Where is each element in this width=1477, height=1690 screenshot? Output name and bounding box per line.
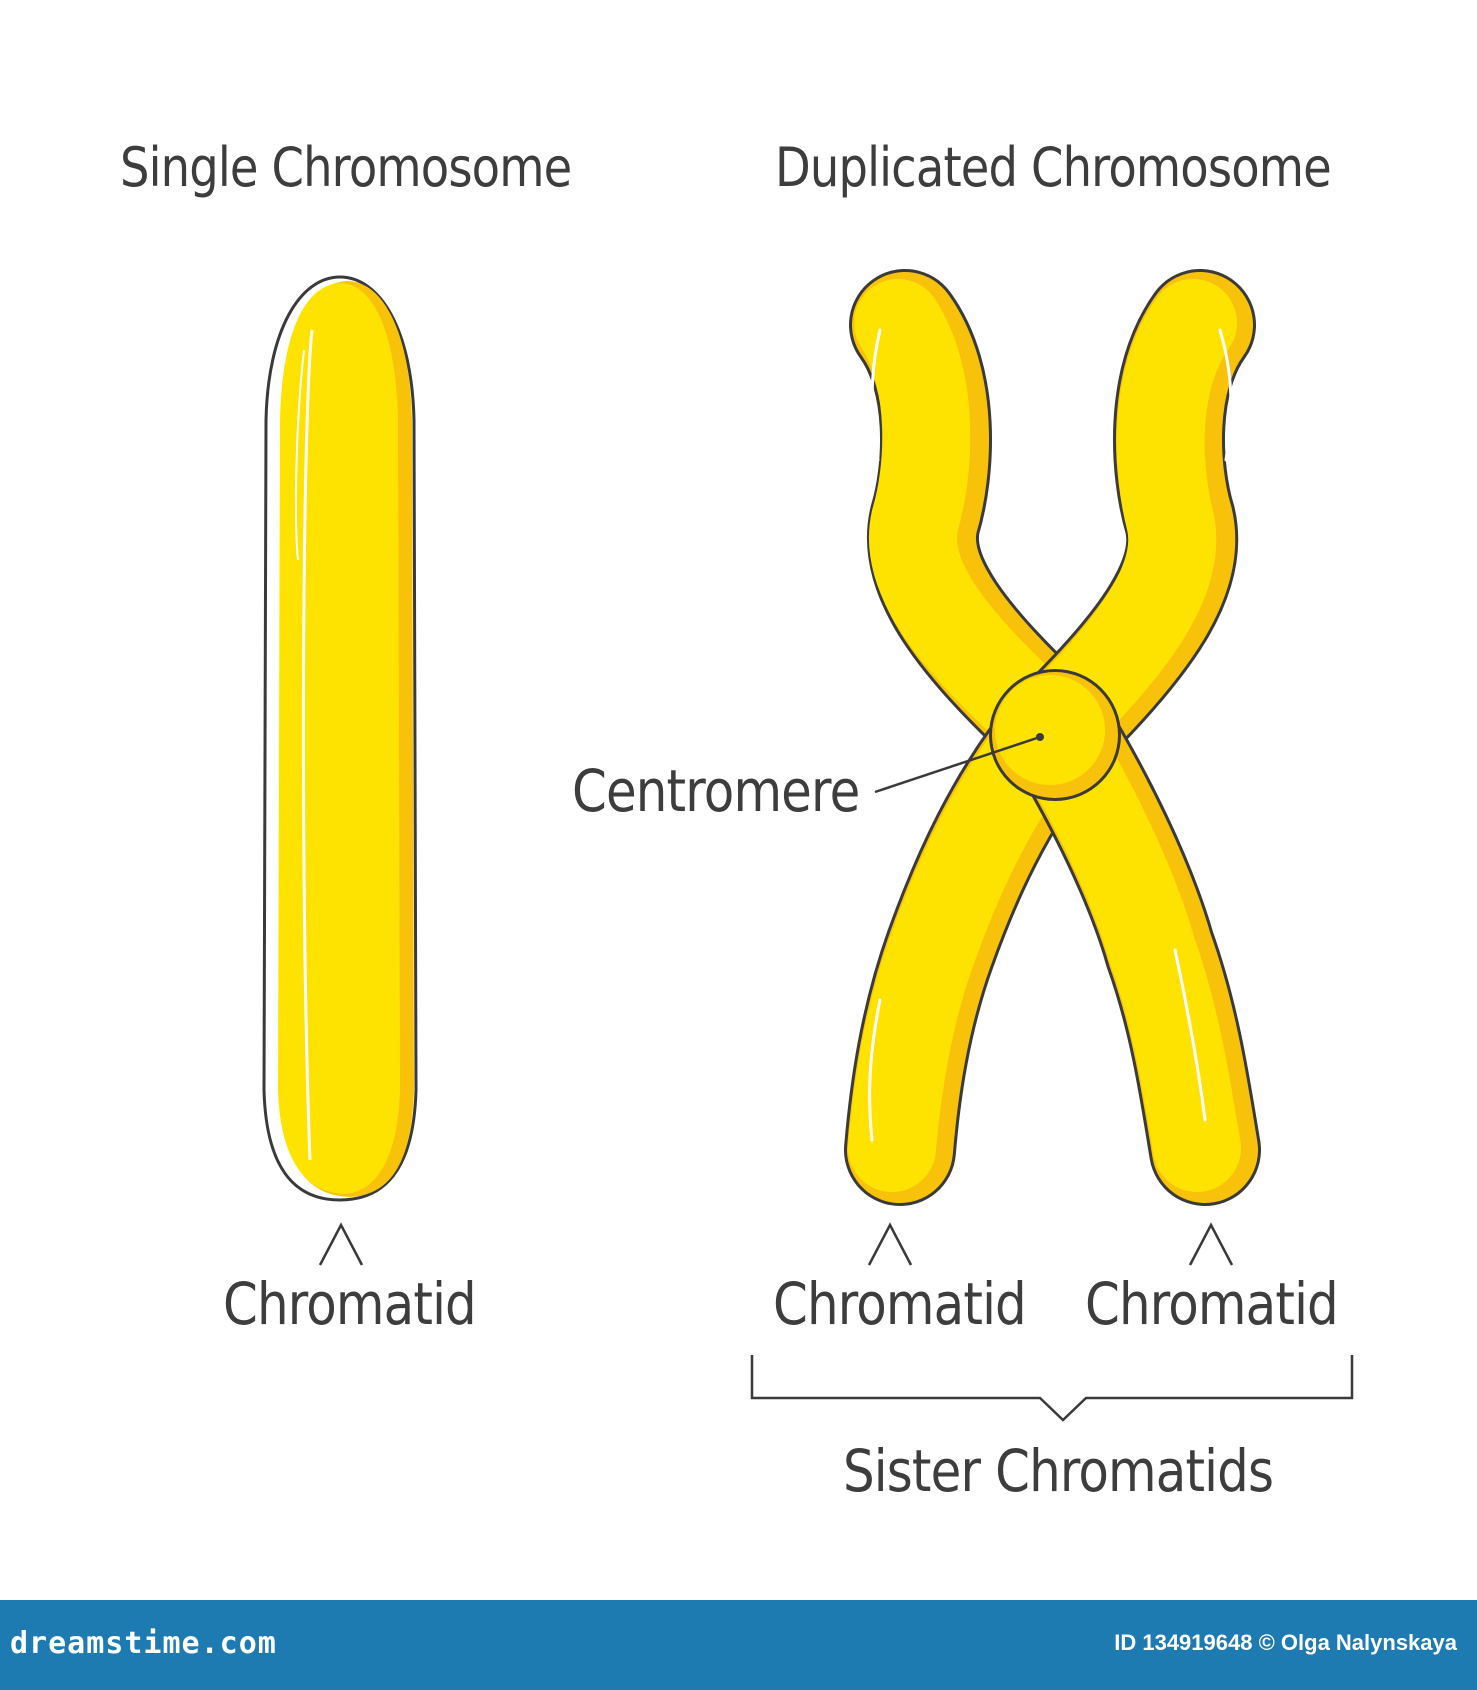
centromere	[989, 669, 1121, 801]
sister-bracket	[750, 1355, 1354, 1422]
centromere-label: Centromere	[572, 757, 860, 825]
footer-brand[interactable]: dreamstime.com	[10, 1626, 277, 1661]
footer-id-credit: ID 134919648 © Olga Nalynskaya	[1114, 1630, 1457, 1655]
caret-left	[867, 1222, 913, 1266]
chromatid-label-single: Chromatid	[223, 1270, 477, 1338]
sister-chromatids-label: Sister Chromatids	[843, 1437, 1274, 1505]
footer-bar: dreamstime.com ID 134919648 © Olga Nalyn…	[0, 1600, 1477, 1690]
duplicated-chromosome	[844, 269, 1261, 1206]
chromatid-label-right: Chromatid	[1085, 1270, 1339, 1338]
single-chromosome	[262, 275, 418, 1202]
centromere-pointer	[874, 735, 1041, 794]
chromatid-label-left: Chromatid	[773, 1270, 1027, 1338]
caret-right	[1188, 1222, 1234, 1266]
caret-single	[318, 1222, 364, 1266]
duplicated-chromosome-title: Duplicated Chromosome	[775, 136, 1332, 199]
single-chromosome-title: Single Chromosome	[120, 136, 572, 199]
diagram-graphics	[262, 269, 1354, 1422]
